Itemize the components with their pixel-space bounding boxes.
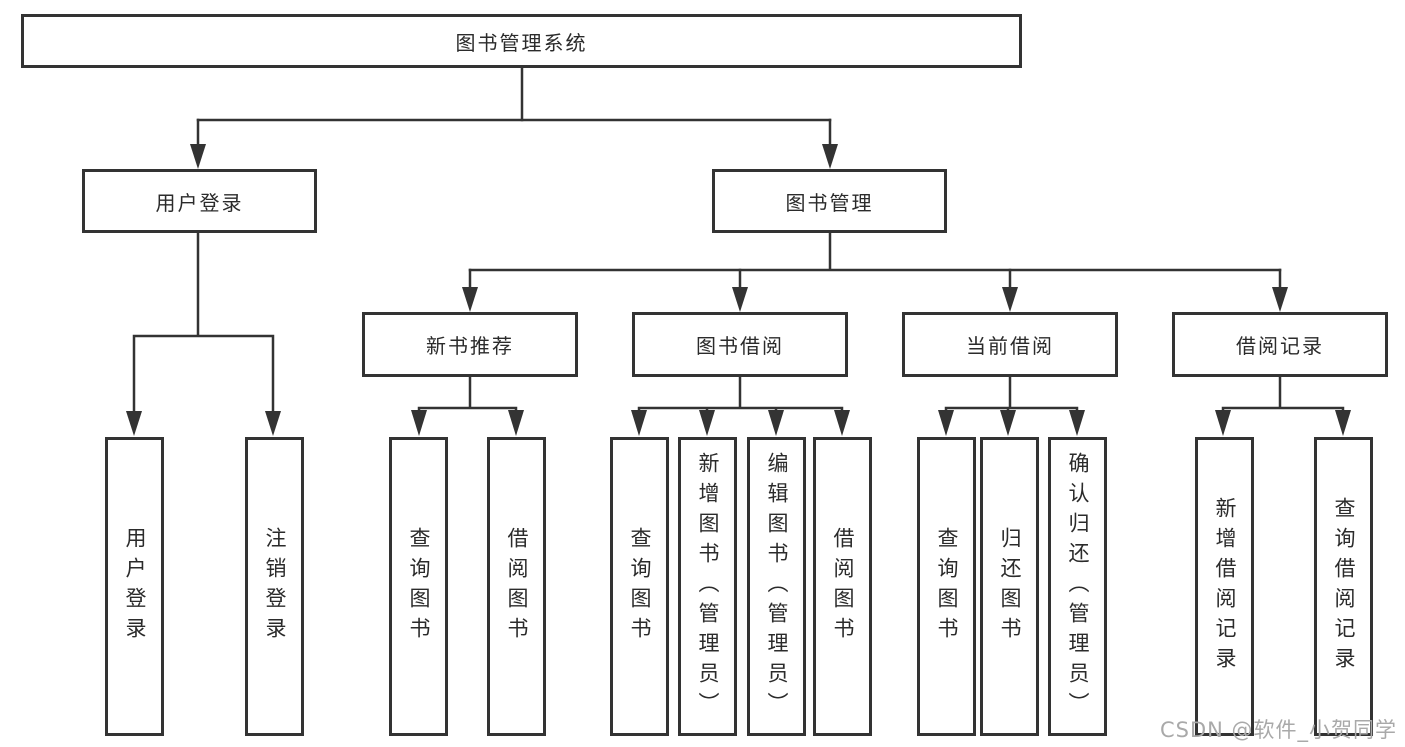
leaf-confirm-return-admin: 确认归还（管理员） <box>1048 437 1107 736</box>
leaf-borrow-books: 借阅图书 <box>813 437 872 736</box>
csdn-watermark: CSDN @软件_小贺同学 <box>1160 718 1398 742</box>
arrowhead-icons <box>126 144 1351 436</box>
leaf-return-books: 归还图书 <box>980 437 1039 736</box>
leaf-query-books-recommend: 查询图书 <box>389 437 448 736</box>
node-borrowing-records: 借阅记录 <box>1172 312 1388 377</box>
leaf-query-books-borrowing: 查询图书 <box>610 437 669 736</box>
leaf-query-borrow-record: 查询借阅记录 <box>1314 437 1373 736</box>
leaf-query-books-current: 查询图书 <box>917 437 976 736</box>
leaf-edit-books-admin: 编辑图书（管理员） <box>747 437 806 736</box>
node-book-borrowing: 图书借阅 <box>632 312 848 377</box>
node-library-system: 图书管理系统 <box>21 14 1022 68</box>
node-book-management: 图书管理 <box>712 169 947 233</box>
leaf-logout: 注销登录 <box>245 437 304 736</box>
leaf-add-borrow-record: 新增借阅记录 <box>1195 437 1254 736</box>
leaf-add-books-admin: 新增图书（管理员） <box>678 437 737 736</box>
node-new-book-recommend: 新书推荐 <box>362 312 578 377</box>
node-current-borrowing: 当前借阅 <box>902 312 1118 377</box>
leaf-user-login: 用户登录 <box>105 437 164 736</box>
node-user-login: 用户登录 <box>82 169 317 233</box>
leaf-borrow-books-recommend: 借阅图书 <box>487 437 546 736</box>
